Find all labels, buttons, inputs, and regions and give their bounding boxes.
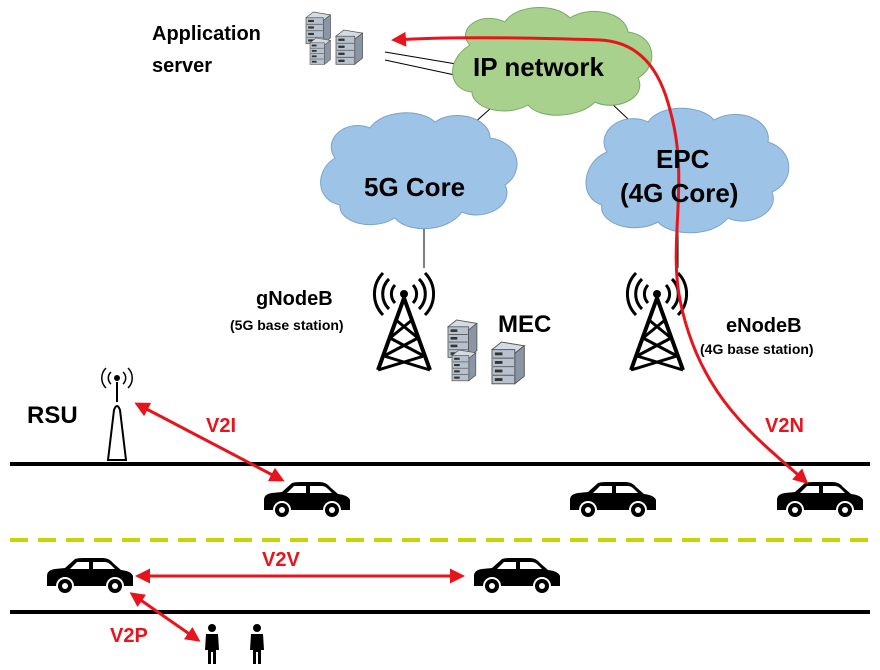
5g-core-cloud <box>320 112 518 230</box>
pedestrian-icon <box>250 624 264 664</box>
gnodeb-sub-label: (5G base station) <box>230 317 344 333</box>
gnodeb-antenna-tower-icon <box>372 271 436 372</box>
car-icon <box>570 482 656 519</box>
mec-label: MEC <box>498 311 551 338</box>
v2n-label: V2N <box>765 415 804 437</box>
ip-network-label: IP network <box>473 52 605 82</box>
v2i-label: V2I <box>206 415 236 437</box>
v2v-label: V2V <box>262 549 300 571</box>
5g-core-label: 5G Core <box>364 172 465 202</box>
car-icon <box>47 558 133 595</box>
pedestrian-icon <box>205 624 219 664</box>
rsu-antenna-icon <box>101 367 133 461</box>
v2x-arrows <box>129 31 809 642</box>
car-icon <box>264 482 350 519</box>
epc-label: EPC <box>656 144 710 174</box>
enodeb-sub-label: (4G base station) <box>700 341 814 357</box>
car-icon <box>777 482 863 519</box>
car-icon <box>474 558 560 595</box>
v2p-label: V2P <box>110 625 148 647</box>
epc-label-2: (4G Core) <box>620 178 738 208</box>
app-server-label-2: server <box>152 55 212 77</box>
gnodeb-label: gNodeB <box>256 288 333 310</box>
enodeb-label: eNodeB <box>726 315 802 337</box>
app-server-label: Application <box>152 23 261 45</box>
server-rack-icon <box>305 11 363 65</box>
rsu-label: RSU <box>27 402 78 429</box>
